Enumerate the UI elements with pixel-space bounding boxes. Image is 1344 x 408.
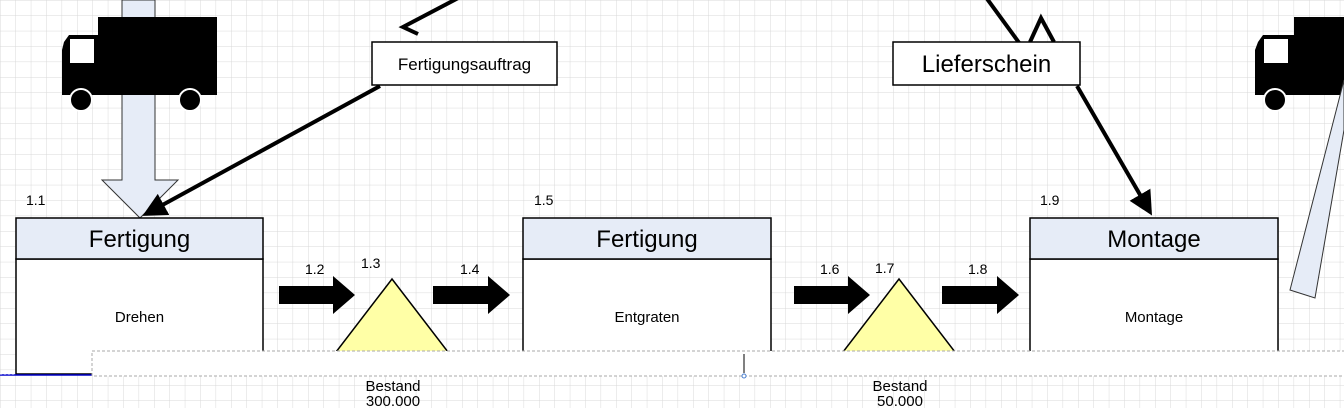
order-info-box[interactable]: Fertigungsauftrag — [371, 41, 558, 86]
inventory-id: 1.7 — [875, 260, 895, 276]
inventory-label: Bestand — [365, 378, 420, 395]
delivery-info-box[interactable]: Lieferschein — [892, 41, 1081, 86]
push-arrow[interactable]: 1.4 — [433, 261, 510, 314]
process-body: Montage — [1125, 309, 1183, 326]
process-title: Fertigung — [89, 226, 190, 253]
push-arrow-id: 1.4 — [460, 261, 480, 277]
info-flow-line[interactable] — [985, 0, 1022, 46]
info-flow-line[interactable] — [398, 0, 462, 36]
process-body: Drehen — [115, 309, 164, 326]
truck-icon[interactable] — [1255, 17, 1344, 112]
push-arrow[interactable]: 1.8 — [942, 261, 1019, 314]
order-label: Fertigungsauftrag — [398, 55, 531, 74]
push-arrow-id: 1.8 — [968, 261, 988, 277]
process-box[interactable]: 1.1 Fertigung Drehen — [15, 192, 264, 375]
delivery-label: Lieferschein — [922, 51, 1051, 78]
process-body: Entgraten — [614, 309, 679, 326]
process-box[interactable]: 1.5 Fertigung Entgraten — [522, 192, 772, 375]
process-id: 1.5 — [534, 192, 554, 208]
inventory-id: 1.3 — [361, 255, 381, 271]
info-flow-arrow[interactable] — [1075, 84, 1153, 216]
truck-icon[interactable] — [62, 17, 217, 112]
text-edit-box[interactable] — [91, 350, 1344, 377]
resize-handle[interactable] — [741, 373, 747, 379]
process-id: 1.9 — [1040, 192, 1060, 208]
inventory-value: 50.000 — [877, 393, 923, 408]
push-arrow-id: 1.2 — [305, 261, 325, 277]
push-arrow[interactable]: 1.6 — [794, 261, 870, 314]
push-arrow-id: 1.6 — [820, 261, 840, 277]
info-flow-arrow[interactable] — [142, 84, 381, 216]
process-box[interactable]: 1.9 Montage Montage — [1029, 192, 1279, 375]
shipment-arrow[interactable] — [1289, 79, 1344, 299]
inventory-value: 300.000 — [366, 393, 420, 408]
process-id: 1.1 — [26, 192, 46, 208]
push-arrow[interactable]: 1.2 — [279, 261, 355, 314]
process-title: Fertigung — [596, 226, 697, 253]
info-flow-line[interactable] — [1028, 13, 1056, 43]
inventory-label: Bestand — [872, 378, 927, 395]
process-title: Montage — [1107, 226, 1200, 253]
